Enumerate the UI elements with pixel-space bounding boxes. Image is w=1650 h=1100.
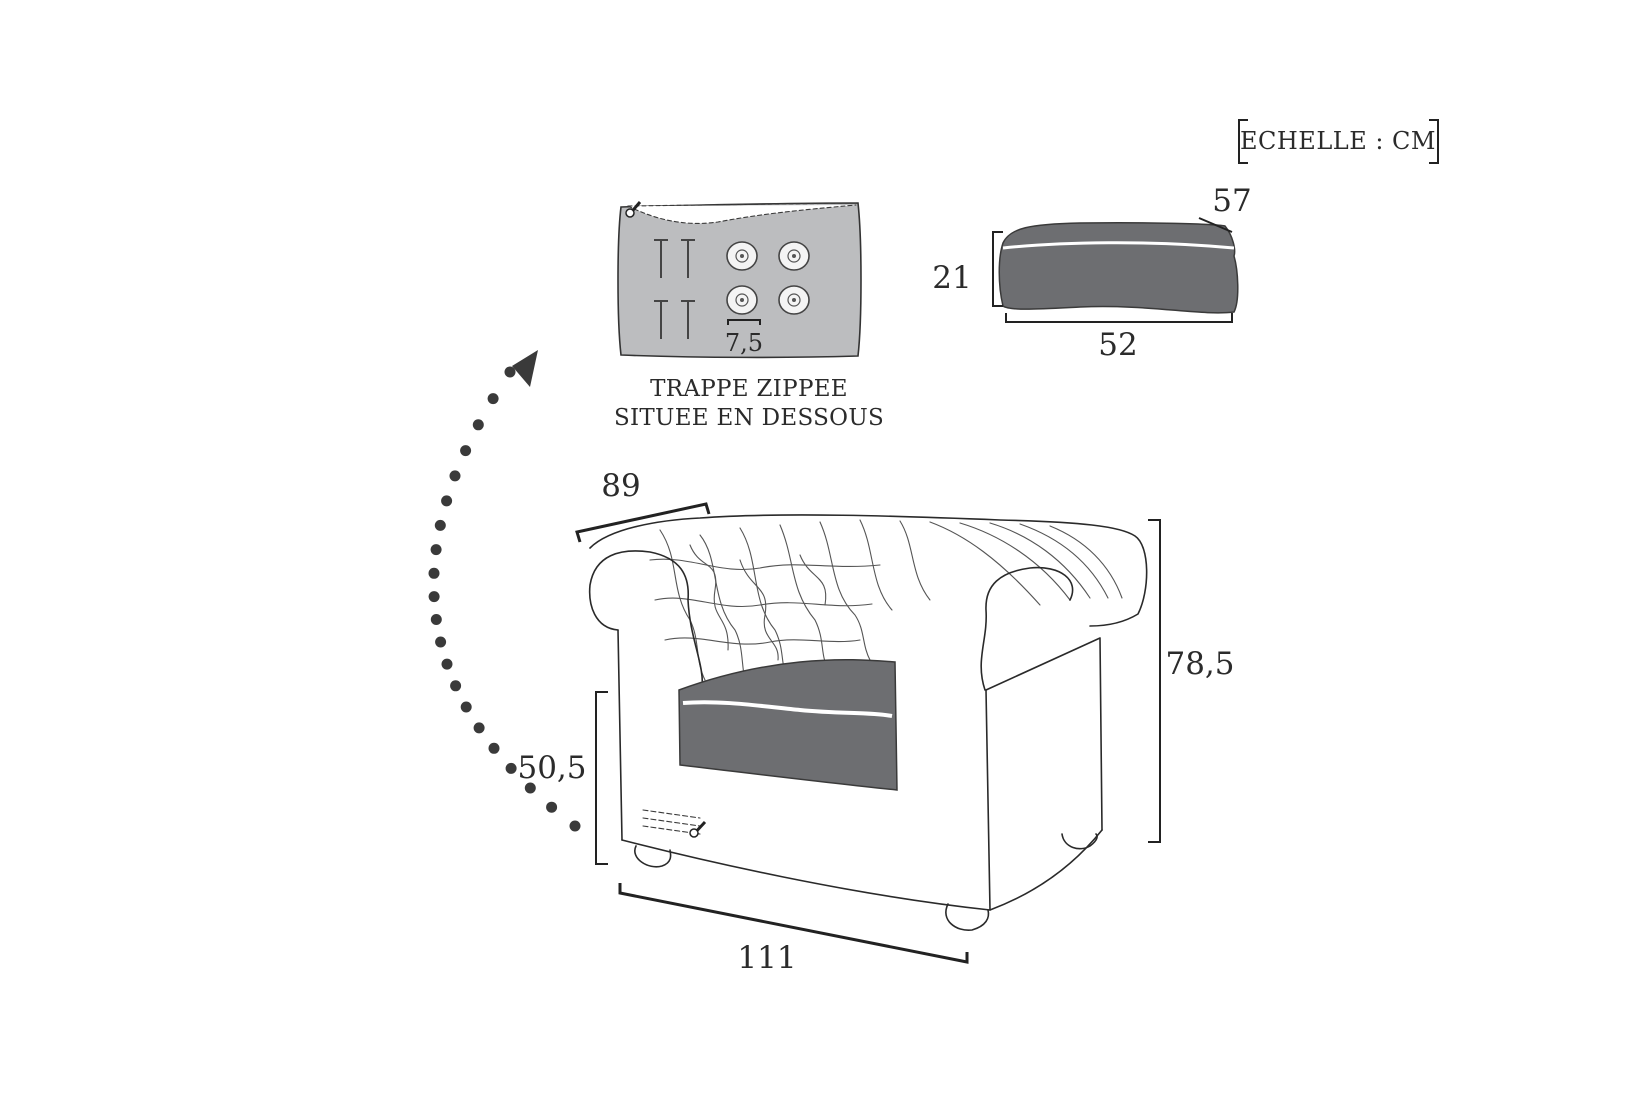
scale-legend: ECHELLE : CM (1238, 119, 1439, 164)
cushion-height-label: 21 (932, 260, 971, 296)
hatch-panel (617, 202, 862, 359)
foot-left (634, 845, 672, 868)
cushion-width-label: 52 (1098, 327, 1137, 363)
chesterfield-armchair (588, 514, 1148, 931)
scale-label: ECHELLE : CM (1240, 127, 1436, 155)
arrow-head (512, 350, 538, 387)
armchair-seat-cushion (678, 658, 898, 791)
cushion-piping (1002, 241, 1235, 250)
arrow-dot (430, 614, 442, 625)
foot-front (945, 903, 990, 931)
cushion-block (998, 221, 1239, 314)
armchair-seat-piping (682, 700, 893, 718)
arrow-dot (460, 701, 472, 713)
right-arm-front-edge (985, 689, 991, 911)
zipper-pull-icon (625, 201, 642, 218)
scale-bracket-left (1238, 119, 1248, 164)
hatch-zip-line (627, 204, 857, 224)
height-label: 78,5 (1165, 646, 1234, 682)
zipped-hatch: 7,5 TRAPPE ZIPPEE SITUEE EN DESSOUS (614, 201, 884, 431)
arrow-dot (428, 591, 440, 603)
foot-diameter-label: 7,5 (725, 329, 763, 357)
arrow-dot (450, 680, 462, 692)
back-roll (589, 514, 1148, 627)
seat-height-bracket (595, 691, 608, 865)
foot-right (1061, 833, 1098, 850)
arrow-dot (460, 445, 472, 457)
arrow-dot (435, 636, 447, 648)
cushion-height-bracket (992, 231, 1003, 307)
width-label: 111 (737, 940, 796, 976)
right-arm-side (985, 637, 1103, 831)
arrow-dot (428, 567, 440, 579)
arrow-dot (505, 762, 517, 774)
feet-icon (726, 241, 810, 315)
side-zip-icon (642, 809, 707, 838)
flip-arrow-icon (428, 350, 581, 832)
width-dimension-line (618, 883, 969, 964)
arrow-dot (569, 820, 581, 832)
depth-label: 89 (601, 468, 640, 504)
right-arm-roll (980, 566, 1074, 691)
arrow-dot (472, 419, 484, 431)
left-arm-roll (588, 550, 704, 691)
arrow-dot (473, 722, 485, 734)
scale-bracket-right (1429, 119, 1439, 164)
depth-dimension-line (575, 502, 711, 543)
arrow-dot (449, 470, 461, 482)
left-arm-front-edge (617, 629, 623, 841)
height-bracket (1148, 519, 1161, 843)
seat-cushion: 21 52 57 (932, 183, 1251, 363)
arrow-dot (488, 742, 500, 754)
arrow-dot (546, 801, 558, 813)
seat-height-label: 50,5 (517, 750, 586, 786)
arrow-dot (487, 393, 499, 405)
arrow-dot (504, 366, 516, 378)
arrow-dot (524, 782, 536, 794)
arrow-dot (441, 495, 453, 507)
hatch-caption-line1: TRAPPE ZIPPEE (650, 376, 848, 402)
hatch-caption-line2: SITUEE EN DESSOUS (614, 405, 884, 431)
cushion-width-bracket (1005, 313, 1233, 323)
cushion-depth-label: 57 (1212, 183, 1251, 219)
armchair-dimensions: 89 78,5 50,5 111 (517, 468, 1234, 976)
screws-icon (654, 239, 695, 339)
cushion-depth-tick (1198, 217, 1233, 233)
tufting (649, 519, 1123, 691)
foot-diameter-bracket (727, 319, 761, 325)
arrow-dot (430, 544, 442, 556)
arrow-dot (441, 658, 453, 670)
front-base (621, 829, 1103, 911)
arrow-dot (434, 519, 446, 531)
